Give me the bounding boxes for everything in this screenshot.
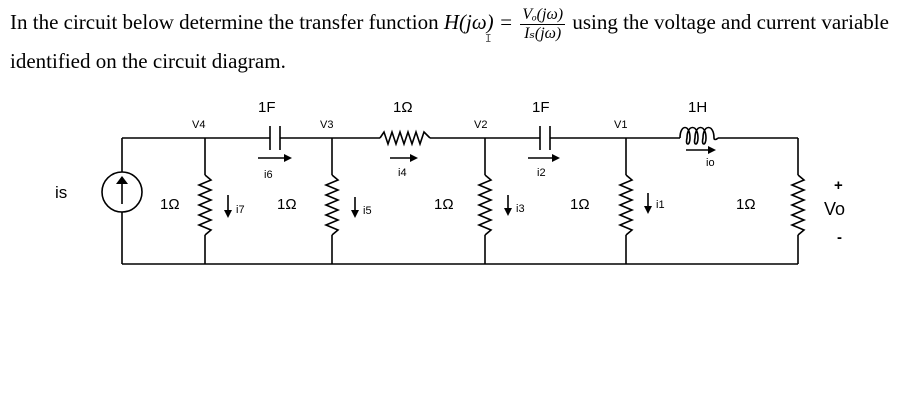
output-minus-sign: - [837, 229, 842, 246]
inductor [679, 126, 719, 145]
shunt-resistor-4 [617, 174, 635, 236]
current-arrow-i6 [258, 154, 292, 162]
output-plus-sign: + [834, 177, 843, 194]
current-source [101, 171, 143, 213]
circuit-wires [121, 137, 799, 265]
current-i3-label: i3 [516, 203, 525, 215]
shunt-resistor-1 [196, 174, 214, 236]
current-arrow-i5 [351, 197, 359, 218]
shunt-resistor-3 [476, 174, 494, 236]
problem-text-before: In the circuit below determine the trans… [10, 10, 444, 34]
capacitor-left-label: 1F [258, 99, 276, 116]
capacitor-right-label: 1F [532, 99, 550, 116]
current-i7-label: i7 [236, 204, 245, 216]
current-i2-label: i2 [537, 167, 546, 179]
shunt-resistor-4-label: 1Ω [570, 196, 590, 213]
node-v4-label: V4 [192, 119, 205, 131]
text-cursor-icon: I [485, 32, 492, 45]
load-resistor-label: 1Ω [736, 196, 756, 213]
current-arrow-i4 [390, 154, 418, 162]
transfer-function-fraction: Vₒ(jω) Iₛ(jω) [520, 5, 566, 43]
current-arrow-i1 [644, 193, 652, 214]
source-label: is [55, 183, 67, 202]
current-i5-label: i5 [363, 205, 372, 217]
current-i4-label: i4 [398, 167, 407, 179]
capacitor-right [539, 126, 551, 150]
output-voltage-label: Vo [824, 199, 845, 219]
fraction-denominator: Iₛ(jω) [524, 24, 562, 42]
problem-statement: In the circuit below determine the trans… [10, 4, 890, 79]
current-arrow-i2 [528, 154, 560, 162]
node-v2-label: V2 [474, 119, 487, 131]
node-v1-label: V1 [614, 119, 627, 131]
shunt-resistor-2-label: 1Ω [277, 196, 297, 213]
current-i1-label: i1 [656, 199, 665, 211]
shunt-resistor-1-label: 1Ω [160, 196, 180, 213]
transfer-function-lhs: H(jω) = [443, 10, 514, 34]
problem-text-after: using the voltage and current variable i… [10, 10, 889, 73]
series-resistor-label: 1Ω [393, 99, 413, 116]
current-i6-label: i6 [264, 169, 273, 181]
node-v3-label: V3 [320, 119, 333, 131]
inductor-label: 1H [688, 99, 707, 116]
capacitor-left [269, 126, 281, 150]
current-arrow-i3 [504, 195, 512, 216]
current-io-label: io [706, 157, 715, 169]
series-resistor [379, 129, 431, 147]
shunt-resistor-3-label: 1Ω [434, 196, 454, 213]
shunt-resistor-2 [323, 174, 341, 236]
current-arrow-i7 [224, 195, 232, 218]
current-arrow-io [686, 146, 716, 154]
load-resistor [789, 174, 807, 236]
fraction-numerator: Vₒ(jω) [520, 5, 566, 25]
